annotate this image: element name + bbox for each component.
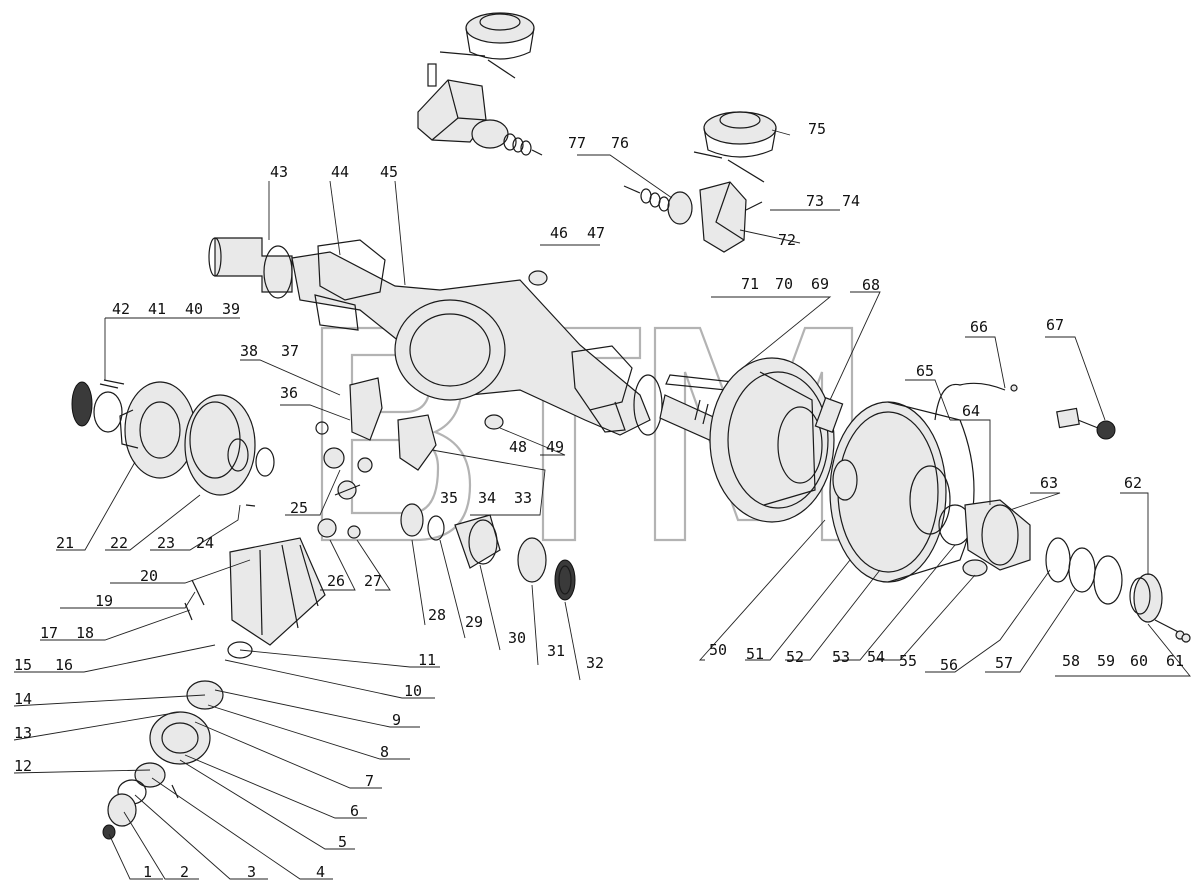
part-label-60: 60: [1130, 652, 1148, 670]
part-label-18: 18: [76, 624, 94, 642]
part-label-16: 16: [55, 656, 73, 674]
part-label-58: 58: [1062, 652, 1080, 670]
part-label-36: 36: [280, 384, 298, 402]
part-label-49: 49: [546, 438, 564, 456]
part-label-47: 47: [587, 224, 605, 242]
part-label-34: 34: [478, 489, 496, 507]
part-label-73: 73: [806, 192, 824, 210]
part-label-46: 46: [550, 224, 568, 242]
part-label-44: 44: [331, 163, 349, 181]
drive-pinion: [454, 514, 576, 601]
part-label-57: 57: [995, 654, 1013, 672]
part-label-39: 39: [222, 300, 240, 318]
differential-gears: [315, 377, 445, 541]
part-label-14: 14: [14, 690, 32, 708]
part-label-63: 63: [1040, 474, 1058, 492]
part-label-55: 55: [899, 652, 917, 670]
part-label-27: 27: [364, 572, 382, 590]
part-label-35: 35: [440, 489, 458, 507]
brake-chamber-right: [623, 111, 777, 253]
part-label-68: 68: [862, 276, 880, 294]
part-label-45: 45: [380, 163, 398, 181]
part-label-5: 5: [338, 833, 347, 851]
part-label-1: 1: [143, 863, 152, 881]
part-label-69: 69: [811, 275, 829, 293]
brake-drum: [829, 401, 975, 583]
part-label-62: 62: [1124, 474, 1142, 492]
parts-art: [71, 12, 1191, 840]
part-label-43: 43: [270, 163, 288, 181]
part-label-2: 2: [180, 863, 189, 881]
part-label-6: 6: [350, 802, 359, 820]
brake-assembly: [709, 357, 844, 523]
part-label-3: 3: [247, 863, 256, 881]
part-label-76: 76: [611, 134, 629, 152]
part-label-23: 23: [157, 534, 175, 552]
part-label-75: 75: [808, 120, 826, 138]
part-label-67: 67: [1046, 316, 1064, 334]
part-label-33: 33: [514, 489, 532, 507]
part-label-15: 15: [14, 656, 32, 674]
part-label-7: 7: [365, 772, 374, 790]
part-label-66: 66: [970, 318, 988, 336]
part-label-54: 54: [867, 648, 885, 666]
leader-lines: [13, 129, 1191, 880]
part-label-4: 4: [316, 863, 325, 881]
part-label-64: 64: [962, 402, 980, 420]
part-label-10: 10: [404, 682, 422, 700]
part-label-51: 51: [746, 645, 764, 663]
part-label-77: 77: [568, 134, 586, 152]
part-label-13: 13: [14, 724, 32, 742]
part-label-28: 28: [428, 606, 446, 624]
part-label-48: 48: [509, 438, 527, 456]
part-label-11: 11: [418, 651, 436, 669]
part-labels: 1 2 3 4 5 6 7 8 9 10 11 12 13 14 15 16 1…: [14, 120, 1184, 881]
part-label-32: 32: [586, 654, 604, 672]
diff-case-left: [71, 379, 196, 479]
part-label-70: 70: [775, 275, 793, 293]
part-label-31: 31: [547, 642, 565, 660]
part-label-19: 19: [95, 592, 113, 610]
part-label-59: 59: [1097, 652, 1115, 670]
part-label-22: 22: [110, 534, 128, 552]
part-label-42: 42: [112, 300, 130, 318]
part-label-9: 9: [392, 711, 401, 729]
part-label-17: 17: [40, 624, 58, 642]
crown-wheel: [184, 394, 275, 507]
part-label-40: 40: [185, 300, 203, 318]
part-label-30: 30: [508, 629, 526, 647]
part-label-26: 26: [327, 572, 345, 590]
part-label-25: 25: [290, 499, 308, 517]
part-label-37: 37: [281, 342, 299, 360]
breather-valve: [1056, 407, 1116, 440]
axle-housing: [208, 237, 663, 436]
part-label-41: 41: [148, 300, 166, 318]
part-label-56: 56: [940, 656, 958, 674]
part-label-74: 74: [842, 192, 860, 210]
part-label-21: 21: [56, 534, 74, 552]
part-label-50: 50: [709, 641, 727, 659]
part-label-20: 20: [140, 567, 158, 585]
brake-chamber-left: [417, 12, 543, 156]
part-label-8: 8: [380, 743, 389, 761]
part-label-71: 71: [741, 275, 759, 293]
part-label-53: 53: [832, 648, 850, 666]
part-label-24: 24: [196, 534, 214, 552]
part-label-61: 61: [1166, 652, 1184, 670]
part-label-72: 72: [778, 231, 796, 249]
part-label-65: 65: [916, 362, 934, 380]
part-label-29: 29: [465, 613, 483, 631]
wheel-hub: [938, 499, 1191, 643]
part-label-12: 12: [14, 757, 32, 775]
part-label-38: 38: [240, 342, 258, 360]
abs-sensor: [934, 382, 1018, 421]
part-label-52: 52: [786, 648, 804, 666]
